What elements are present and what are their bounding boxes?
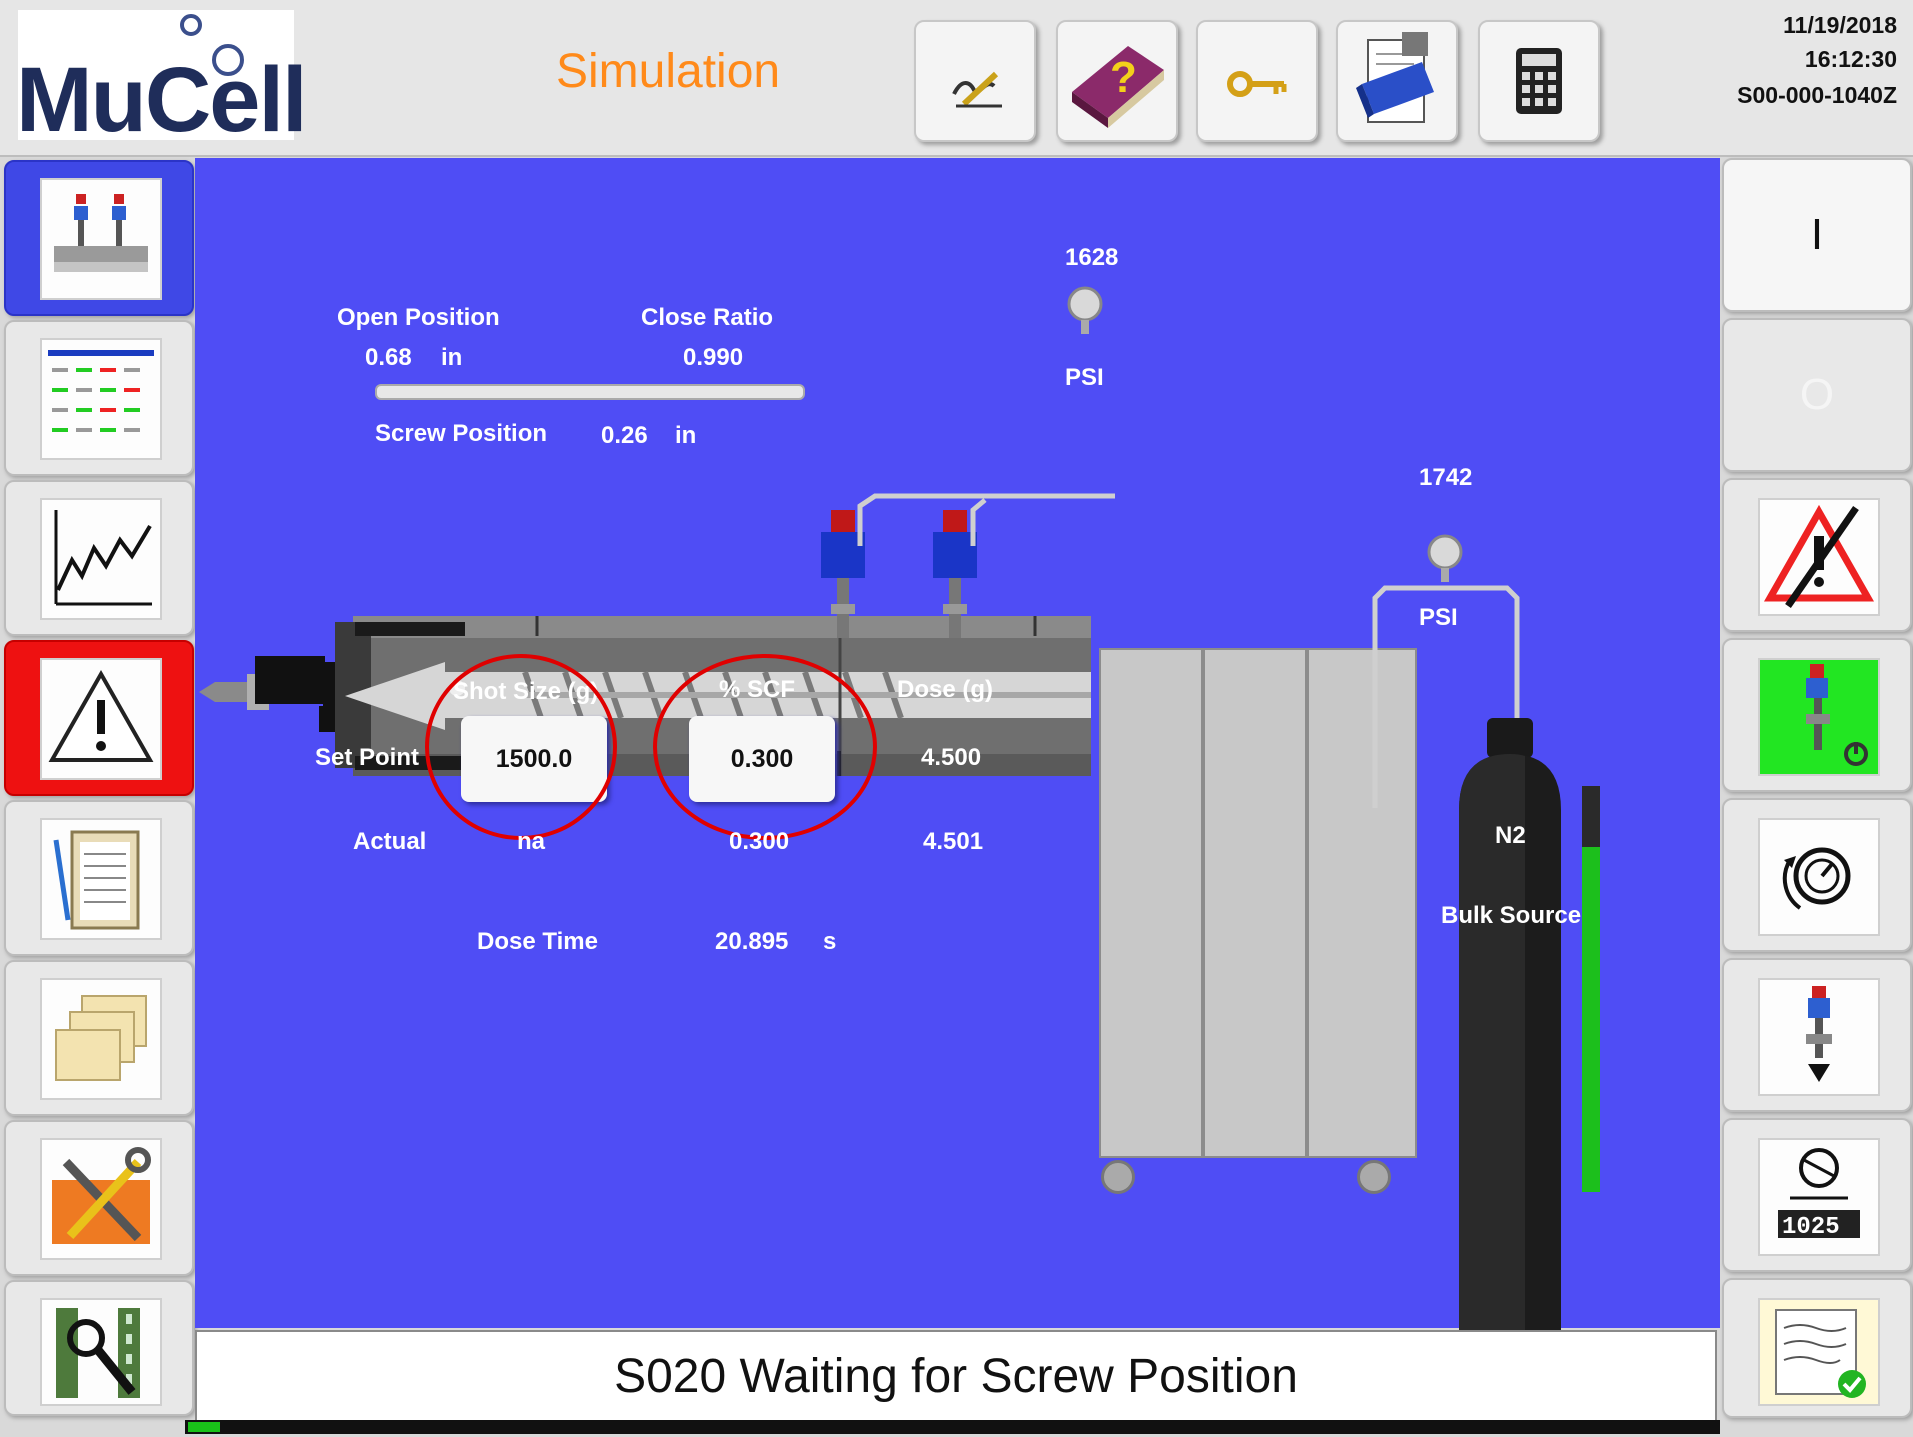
folders-icon — [55, 995, 147, 1081]
sidebar-item-recipes[interactable] — [4, 960, 194, 1116]
tank-level-fill — [1582, 846, 1600, 1192]
alarm-disable-button[interactable] — [1722, 478, 1912, 632]
actual-label: Actual — [353, 828, 427, 855]
sidebar-item-injectors[interactable] — [4, 160, 194, 316]
pressure-gauge-1-icon — [1067, 286, 1103, 334]
help-button[interactable]: ? — [1056, 20, 1178, 142]
sidebar-item-trends[interactable] — [4, 480, 194, 636]
shot-size-highlight — [425, 654, 617, 840]
close-ratio-label: Close Ratio — [641, 304, 774, 331]
usb-export-button[interactable] — [1336, 20, 1458, 142]
unit-wheel-left — [1101, 1160, 1135, 1194]
calculator-button[interactable] — [1478, 20, 1600, 142]
signature-icon — [952, 71, 1002, 108]
pressure-gauge-icon — [1782, 847, 1851, 910]
logo-bubble-large — [212, 44, 244, 76]
machine-on-button[interactable]: I — [1722, 158, 1912, 312]
open-position-value: 0.68 — [365, 344, 412, 371]
dose-time-value: 20.895 — [715, 928, 789, 955]
calculator-icon — [1516, 48, 1562, 114]
mucell-logo — [18, 10, 294, 140]
injectors-icon — [54, 194, 148, 272]
set-point-label: Set Point — [315, 744, 420, 771]
clipboard-icon — [53, 830, 140, 930]
sidebar-item-maintenance[interactable] — [4, 1120, 194, 1276]
tank-level-track — [1582, 786, 1600, 1192]
injector-valve-icon — [1806, 664, 1868, 766]
off-label: O — [1799, 370, 1835, 419]
injector-valve-button[interactable] — [1722, 638, 1912, 792]
header-date: 11/19/2018 — [1783, 12, 1897, 38]
n2-tank — [1459, 718, 1561, 1358]
gas-line-2 — [1372, 585, 1520, 878]
on-label: I — [1810, 210, 1824, 259]
tools-icon — [52, 1147, 151, 1244]
pressure-1-value: 1628 — [1065, 244, 1119, 271]
logo-bubble-small — [180, 14, 202, 36]
status-message-bar: S020 Waiting for Screw Position — [195, 1330, 1717, 1422]
alarm-disable-icon — [1763, 504, 1875, 608]
machine-id: S00-000-1040Z — [1737, 82, 1897, 108]
diagnostics-icon — [56, 1308, 140, 1398]
trend-chart-icon — [54, 510, 152, 606]
key-button[interactable] — [1196, 20, 1318, 142]
alarm-warning-icon — [48, 669, 154, 762]
sidebar-item-diagnostics[interactable] — [4, 1280, 194, 1416]
gas-conditioning-unit — [1099, 648, 1417, 1158]
counter-button[interactable]: 1025 — [1722, 1118, 1912, 1272]
data-table-icon — [48, 350, 154, 432]
mode-title: Simulation — [556, 45, 781, 98]
pressure-gauge-2-icon — [1427, 534, 1463, 582]
open-position-label: Open Position — [337, 304, 500, 331]
header-time: 16:12:30 — [1804, 46, 1897, 72]
sidebar-item-alarms[interactable] — [4, 640, 194, 796]
pressure-1-unit: PSI — [1065, 364, 1104, 391]
dose-time-unit: s — [823, 928, 837, 955]
help-book-icon: ? — [1072, 46, 1164, 128]
counter-icon: 1025 — [1778, 1148, 1860, 1241]
injector-down-button[interactable] — [1722, 958, 1912, 1112]
injector-down-icon — [1806, 986, 1832, 1082]
logo-text: MuCell — [16, 49, 308, 151]
header-dose: Dose (g) — [897, 676, 993, 703]
tank-source-label: Bulk Source — [1441, 902, 1582, 929]
pressure-gauge-button[interactable] — [1722, 798, 1912, 952]
key-icon — [1227, 71, 1287, 97]
process-panel: Open Position 0.68 in Close Ratio 0.990 … — [195, 158, 1720, 1358]
machine-off-button[interactable]: O — [1722, 318, 1912, 472]
progress-strip-fill — [188, 1422, 220, 1432]
screw-position-value: 0.26 — [601, 422, 648, 449]
progress-strip — [185, 1420, 1720, 1434]
dose-set-point: 4.500 — [921, 744, 982, 771]
dose-actual: 4.501 — [923, 828, 984, 855]
screw-position-bar — [375, 384, 805, 400]
screw-position-label: Screw Position — [375, 420, 548, 447]
dose-time-label: Dose Time — [477, 928, 598, 955]
screw-position-unit: in — [675, 422, 697, 449]
open-position-unit: in — [441, 344, 463, 371]
pressure-2-unit: PSI — [1419, 604, 1458, 631]
report-icon — [1775, 1309, 1866, 1398]
sidebar-item-notes[interactable] — [4, 800, 194, 956]
close-ratio-value: 0.990 — [683, 344, 744, 371]
scf-highlight — [653, 654, 877, 840]
pressure-2-value: 1742 — [1419, 464, 1473, 491]
usb-drive-icon — [1356, 32, 1434, 123]
sidebar-item-data-table[interactable] — [4, 320, 194, 476]
report-button[interactable] — [1722, 1278, 1912, 1418]
svg-text:?: ? — [1110, 53, 1137, 102]
scf-actual: 0.300 — [729, 828, 790, 855]
status-message: S020 Waiting for Screw Position — [614, 1349, 1298, 1403]
svg-text:1025: 1025 — [1782, 1214, 1840, 1241]
unit-wheel-right — [1357, 1160, 1391, 1194]
shot-size-actual: na — [517, 828, 546, 855]
signature-button[interactable] — [914, 20, 1036, 142]
tank-gas-label: N2 — [1495, 822, 1526, 849]
